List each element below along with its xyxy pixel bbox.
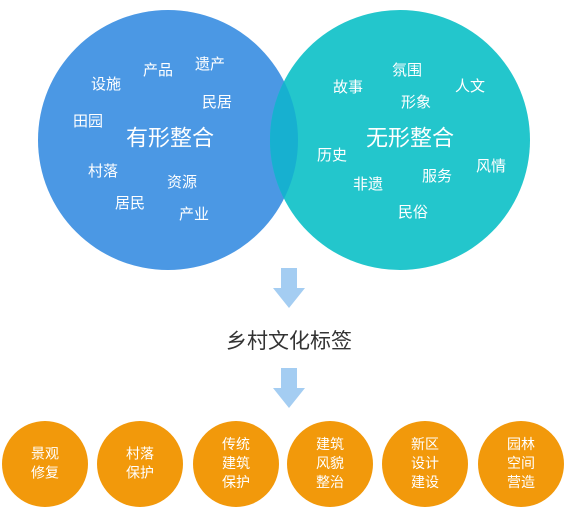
bubble-label: 园林 [507, 437, 535, 453]
intangible-word-services: 服务 [422, 167, 452, 185]
intangible-word-story: 故事 [333, 78, 363, 96]
down-arrow-icon [273, 368, 305, 408]
bubble-label: 保护 [222, 475, 250, 491]
intangible-word-image: 形象 [401, 93, 431, 111]
intangible-title: 无形整合 [366, 127, 454, 152]
bubble-label: 建筑 [222, 456, 250, 472]
tangible-word-village: 村落 [88, 162, 118, 180]
bubble-circle [2, 421, 88, 507]
intangible-word-humanities: 人文 [455, 77, 485, 95]
tangible-title: 有形整合 [126, 127, 214, 152]
bubble-label: 建设 [411, 475, 439, 491]
tangible-word-heritage: 遗产 [195, 55, 225, 73]
bubble-label: 传统 [222, 437, 250, 453]
tangible-word-facilities: 设施 [91, 75, 121, 93]
tangible-words: 产品 遗产 设施 民居 田园 有形整合 村落 资源 居民 产业 [73, 55, 232, 223]
rural-culture-label: 乡村文化标签 [226, 329, 352, 353]
tangible-word-industry: 产业 [179, 205, 209, 223]
bubble-label: 空间 [507, 456, 535, 472]
tangible-integration-circle [38, 10, 298, 270]
bubble-label: 建筑 [316, 437, 344, 453]
bubble-label: 风貌 [316, 456, 344, 472]
tangible-word-product: 产品 [143, 61, 173, 79]
tangible-word-fields: 田园 [73, 112, 103, 130]
bubble-label: 营造 [507, 475, 535, 491]
bubble-label: 修复 [31, 465, 59, 482]
bubble-label: 设计 [411, 456, 439, 472]
tangible-word-dwellings: 民居 [202, 93, 232, 111]
bubble-circle [193, 421, 279, 507]
bubble-label: 新区 [411, 437, 439, 453]
tangible-word-resources: 资源 [167, 173, 197, 191]
intangible-words: 氛围 故事 人文 形象 无形整合 历史 风情 服务 非遗 民俗 [317, 61, 506, 221]
intangible-word-history: 历史 [317, 146, 347, 164]
intangible-word-folk-customs: 民俗 [398, 203, 428, 221]
bubble-label: 保护 [126, 466, 154, 482]
bubble-circle [478, 421, 564, 507]
tangible-word-residents: 居民 [115, 194, 145, 212]
intangible-word-atmosphere: 氛围 [392, 61, 422, 79]
bubble-circle [97, 421, 183, 507]
bubble-label: 整治 [316, 475, 344, 491]
bubble-label: 景观 [31, 447, 59, 463]
intangible-word-customs: 风情 [476, 157, 506, 175]
bubble-label: 村落 [126, 447, 154, 463]
bubble-circle [382, 421, 468, 507]
bubble-circle [287, 421, 373, 507]
intangible-integration-circle [270, 10, 530, 270]
intangible-word-intangible-heritage: 非遗 [353, 175, 383, 193]
down-arrow-icon [273, 268, 305, 308]
